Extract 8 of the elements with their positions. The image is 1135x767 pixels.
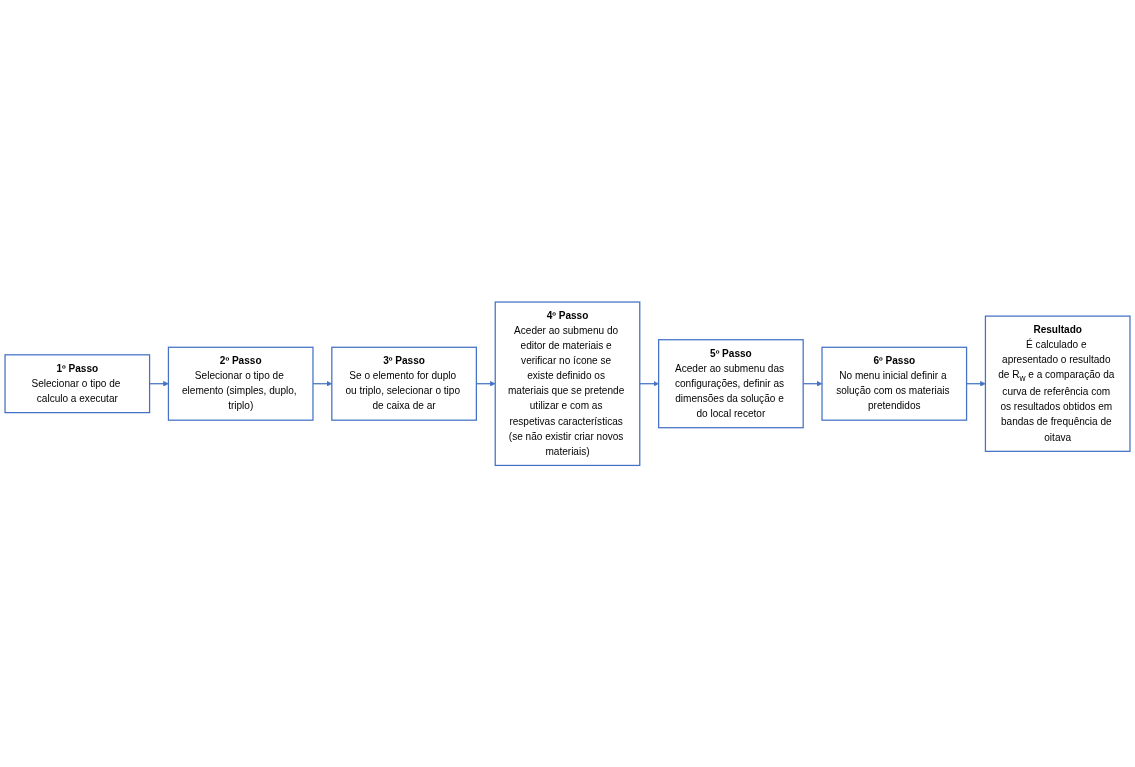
node-box: 3º Passo Se o elemento for duplo ou triplo, selecionar o tipo de caixa de ar xyxy=(331,346,477,421)
node-box: 2º Passo Selecionar o tipo de elemento (simples, duplo, triplo) xyxy=(167,346,314,421)
node-box: Resultado É calculado e apresentado o resultado de R$_{w}$ e a comparação da curva de referência com os resultados obtidos em bandas de frequência de oitava xyxy=(984,315,1131,452)
node-box: 4º Passo Aceder ao submenu do editor de materiais e verificar no ícone se existe definido os materiais que se pretende utilizar e com as respetivas características (se não existir criar novos materiais) xyxy=(494,301,641,466)
node-box: 1º Passo Selecionar o tipo de calculo a executar xyxy=(4,353,151,414)
arrow xyxy=(639,380,659,387)
node-box: 5º Passo Aceder ao submenu das configurações, definir as dimensões da solução e do local recetor xyxy=(658,338,804,429)
node-box: 6º Passo No menu inicial definir a solução com os materiais pretendidos xyxy=(821,346,968,421)
